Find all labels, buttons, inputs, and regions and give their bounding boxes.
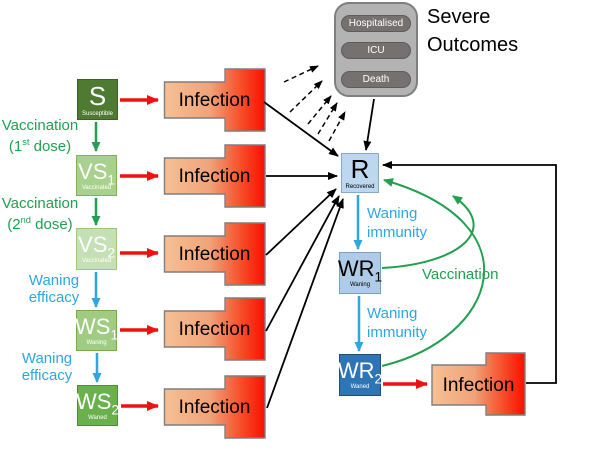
- arrow-infection5-to-r: [266, 198, 344, 409]
- dashed-arrow-severe-4: [317, 102, 338, 135]
- compartment-s-caption: Susceptible: [81, 110, 114, 117]
- infection-shape-ws1: [163, 297, 266, 361]
- compartment-vs2-label: VS2: [78, 232, 115, 261]
- compartment-wr2-caption: Waned: [350, 384, 370, 390]
- compartment-vs1-label: VS1: [78, 158, 115, 187]
- infection-shape-wr2: [431, 352, 526, 416]
- infection-shape-ws2: [163, 375, 266, 439]
- infection-shape-vs1: [163, 144, 266, 208]
- dashed-arrow-severe-2: [289, 80, 323, 113]
- compartment-ws2-label: WS2: [75, 388, 120, 417]
- label-waning-efficacy-1: Waning efficacy: [28, 272, 80, 306]
- compartment-ws2: WS2 Waned: [75, 385, 120, 426]
- arrow-infection4-to-r: [265, 195, 340, 332]
- compartment-s-label: S: [88, 80, 107, 111]
- compartment-wr2-label: WR2: [337, 358, 383, 387]
- compartment-wr1-caption: Waning: [349, 282, 371, 288]
- compartment-vs1: VS1 Vaccinated: [76, 155, 117, 196]
- compartment-r: R Recovered: [341, 153, 379, 193]
- compartment-vs2: VS2 Vaccinated: [76, 228, 117, 270]
- label-waning-immunity-2: Waning immunity: [367, 305, 428, 341]
- severe-pill-icu: ICU: [341, 42, 411, 59]
- arrow-infection3-to-r: [265, 188, 337, 256]
- severe-outcomes-title: Severe Outcomes: [427, 6, 519, 56]
- label-waning-efficacy-2: Waning efficacy: [21, 350, 73, 384]
- compartment-r-caption: Recovered: [345, 184, 375, 190]
- infection-label-1: Infection: [178, 90, 251, 111]
- infection-shape-s: [163, 68, 266, 132]
- label-vaccination-dose2: Vaccination (2nd dose): [1, 195, 79, 233]
- infection-label-3: Infection: [178, 244, 251, 265]
- curve-wr1-to-r: [381, 195, 475, 269]
- arrow-infection6-to-r: [382, 161, 557, 384]
- compartment-ws1-label: WS1: [74, 313, 119, 342]
- compartment-ws1-caption: Waning: [86, 339, 107, 346]
- arrow-infection1-to-r: [263, 101, 339, 157]
- compartment-vs2-caption: Vaccinated: [81, 258, 112, 264]
- dashed-arrow-severe-1: [283, 65, 319, 83]
- compartment-wr2: WR2 Waned: [337, 354, 383, 396]
- curve-wr2-to-r: [381, 178, 486, 367]
- compartment-ws2-caption: Waned: [88, 414, 107, 421]
- infection-label-2: Infection: [178, 166, 251, 187]
- infection-label-4: Infection: [178, 319, 251, 340]
- dashed-arrow-severe-5: [328, 111, 346, 142]
- label-vaccination-return: Vaccination: [422, 266, 499, 283]
- compartment-wr1-label: WR1: [337, 256, 383, 285]
- compartment-r-label: R: [350, 154, 370, 184]
- arrow-severe-to-r: [363, 98, 375, 151]
- severe-pill-hospitalised: Hospitalised: [341, 15, 411, 32]
- label-waning-immunity-1: Waning immunity: [367, 205, 428, 241]
- compartment-ws1: WS1 Waning: [74, 310, 119, 351]
- dashed-arrow-severe-3: [307, 95, 332, 125]
- infection-label-5: Infection: [178, 397, 251, 418]
- compartment-wr1: WR1 Waning: [337, 252, 383, 294]
- infection-label-6: Infection: [442, 375, 515, 396]
- severe-pill-death: Death: [341, 71, 411, 88]
- label-vaccination-dose1: Vaccination (1st dose): [1, 117, 79, 155]
- infection-shape-vs2: [163, 222, 266, 286]
- severe-outcomes-panel: Hospitalised ICU Death: [334, 2, 418, 97]
- compartment-s: S Susceptible: [77, 79, 118, 120]
- compartment-vs1-caption: Vaccinated: [81, 184, 112, 191]
